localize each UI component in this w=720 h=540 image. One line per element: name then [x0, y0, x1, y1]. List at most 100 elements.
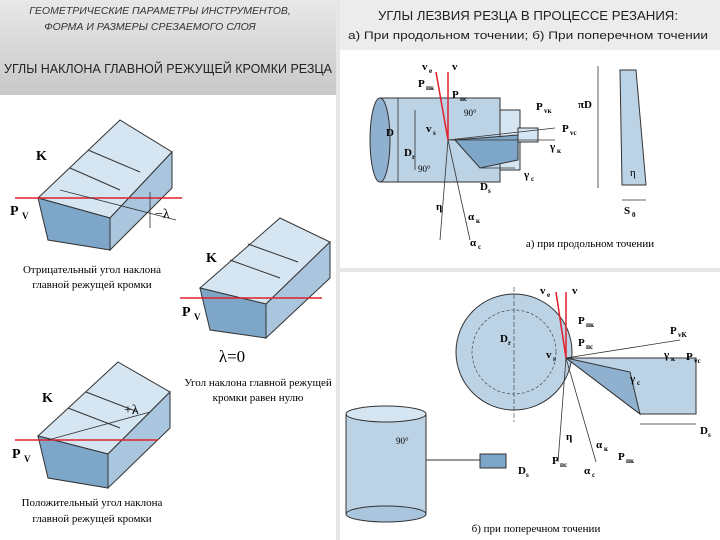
label-ve: v: [422, 61, 428, 73]
label-S0-sub: 0: [632, 211, 636, 219]
label-ve-sub: e: [547, 291, 550, 299]
label-ppk2: P: [618, 451, 625, 463]
plane-ppc: [439, 139, 449, 241]
tool-insert: [453, 134, 519, 169]
fig1-angle: −λ: [155, 207, 170, 222]
plane-ppk: [447, 139, 471, 241]
label-gamma-k: γ: [549, 141, 555, 153]
small-workpiece: [345, 413, 427, 515]
label-Ds: D: [700, 425, 708, 437]
label-pvc-sub: vc: [694, 357, 701, 365]
label-Ds2: D: [518, 465, 526, 477]
label-Dr: D: [404, 147, 412, 159]
label-pvk-sub: vк: [544, 107, 553, 115]
fig3-label-pv: P: [12, 447, 21, 462]
label-alpha-k-sub: к: [476, 217, 481, 225]
workpiece-end: [369, 97, 391, 183]
label-ppc-sub: пс: [460, 95, 467, 103]
label-gamma-c: γ: [523, 169, 529, 181]
tool-tip: [565, 357, 641, 416]
fig3-caption1: Положительный угол наклона: [22, 497, 163, 509]
label-eta: η: [566, 431, 572, 443]
label-pvc: P: [686, 351, 693, 363]
small-workpiece-bottom: [345, 505, 427, 523]
fig2-edge2: [247, 243, 299, 263]
label-gamma-c: γ: [629, 373, 635, 385]
label-piD: πD: [578, 99, 592, 111]
label-alpha-k: α: [468, 211, 475, 223]
fig3-edge2: [85, 391, 139, 413]
left-header-line2: ФОРМА И РАЗМЕРЫ СРЕЗАЕМОГО СЛОЯ: [44, 21, 256, 33]
fig1-label-pv: P: [10, 204, 19, 219]
fig2-caption1: Угол наклона главной режущей: [184, 377, 332, 389]
label-pvc-sub: vс: [570, 129, 577, 137]
label-ppk: P: [578, 315, 585, 327]
label-S0: S: [624, 205, 630, 217]
label-alpha-c-sub: с: [592, 471, 595, 479]
plane-pvk: [565, 339, 681, 359]
label-pvk-sub: vK: [678, 331, 688, 339]
fig1-caption2: главной режущей кромки: [32, 279, 151, 291]
label-alpha-k: α: [596, 439, 603, 451]
fig3-label-pv-sub: V: [24, 454, 31, 464]
left-header-band: [0, 0, 336, 95]
label-gamma-k-sub: к: [557, 147, 562, 155]
label-pvc: P: [562, 123, 569, 135]
label-vs-sub: s: [433, 129, 436, 137]
label-ppk-sub: пк: [426, 84, 435, 92]
panel-divider-horizontal: [340, 268, 720, 272]
plane-ppc: [557, 357, 567, 463]
fig1-lambda-line: [59, 189, 177, 221]
fig1-edge2: [87, 149, 141, 173]
right-top-panel: УГЛЫ ЛЕЗВИЯ РЕЗЦА В ПРОЦЕССЕ РЕЗАНИЯ: а)…: [340, 0, 720, 268]
label-ve-sub: e: [429, 67, 432, 75]
fig-negative-lambda: [15, 119, 182, 252]
fig3-lambda-line: [47, 411, 151, 441]
label-alpha-k-sub: к: [604, 445, 609, 453]
fig3-front-face: [37, 435, 109, 489]
label-pvk: P: [670, 325, 677, 337]
fig3-angle: +λ: [124, 403, 139, 418]
fig-positive-lambda: [15, 361, 171, 490]
label-ppc-sub: пс: [586, 343, 593, 351]
label-vs: v: [546, 349, 552, 361]
left-panel-drawing: ГЕОМЕТРИЧЕСКИЕ ПАРАМЕТРЫ ИНСТРУМЕНТОВ, Ф…: [0, 0, 336, 525]
label-gamma-c-sub: c: [637, 379, 640, 387]
label-Ds: D: [480, 181, 488, 193]
label-gamma-k-sub: к: [671, 355, 676, 363]
panel-divider-vertical: [336, 0, 340, 540]
label-v: v: [452, 61, 458, 73]
label-ppk2-sub: пк: [626, 457, 635, 465]
fig3-label-k: K: [42, 391, 53, 406]
face-turning-drawing: v e v P пк P пс P vK P vc D r v s γ к γ …: [345, 285, 711, 535]
left-header-line1: ГЕОМЕТРИЧЕСКИЕ ПАРАМЕТРЫ ИНСТРУМЕНТОВ,: [29, 5, 291, 17]
small-workpiece-top: [345, 405, 427, 423]
label-Ds2-sub: s: [526, 471, 529, 479]
label-Dr-sub: r: [412, 153, 415, 161]
plane-ppk: [565, 357, 597, 463]
label-ppc: P: [452, 89, 459, 101]
fig1-edge: [69, 167, 121, 191]
right-bottom-caption: б) при поперечном точении: [472, 523, 601, 535]
vector-ve: [555, 291, 567, 359]
fig2-label-k: K: [206, 251, 217, 266]
label-eta: η: [436, 201, 442, 213]
fig2-angle: λ=0: [219, 347, 245, 366]
label-vs: v: [426, 123, 432, 135]
label-ve: v: [540, 285, 546, 297]
fig3-caption2: главной режущей кромки: [32, 513, 151, 525]
label-ppc2: P: [552, 455, 559, 467]
label-alpha-c: α: [470, 237, 477, 249]
right-bottom-panel: v e v P пк P пс P vK P vc D r v s γ к γ …: [340, 272, 720, 540]
label-eta2: η: [630, 167, 636, 179]
fig3-edge: [67, 407, 121, 429]
label-pvk: P: [536, 101, 543, 113]
label-alpha-c-sub: с: [478, 243, 481, 251]
label-90b: 90°: [418, 164, 431, 174]
label-gamma-c-sub: с: [531, 175, 534, 183]
label-v: v: [572, 285, 578, 297]
right-top-caption: а) при продольном точении: [526, 238, 654, 250]
fig2-label-pv-sub: V: [194, 312, 201, 322]
fig-zero-lambda: [180, 217, 331, 340]
label-vs-sub: s: [553, 355, 556, 363]
